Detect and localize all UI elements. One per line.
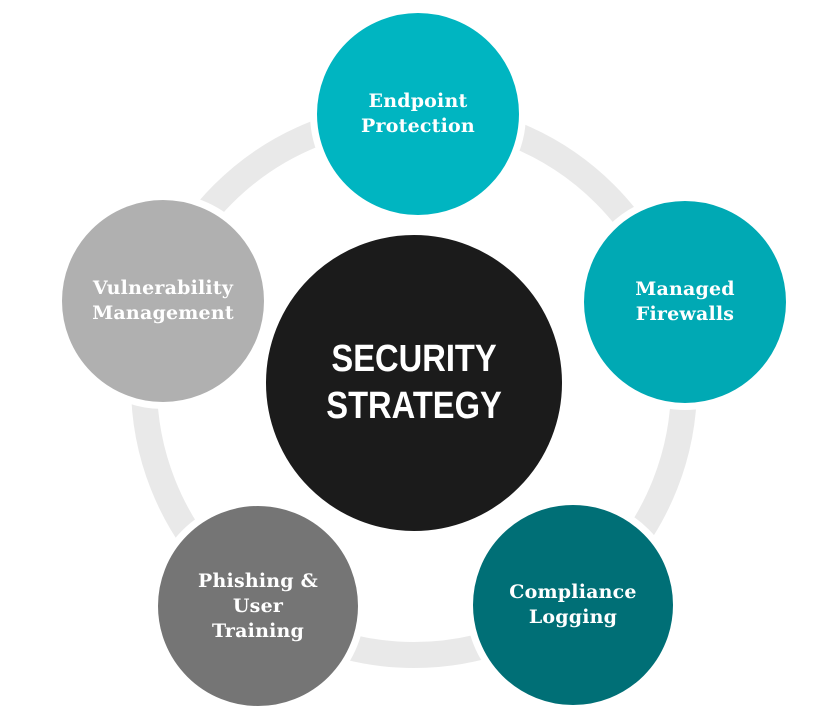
node-label-managed-firewalls: Managed Firewalls (635, 278, 735, 325)
node-label-vulnerability-management: Vulnerability Management (92, 277, 234, 324)
node-compliance-logging: Compliance Logging (466, 498, 680, 712)
node-label-compliance-logging: Compliance Logging (509, 581, 637, 628)
node-managed-firewalls: Managed Firewalls (577, 194, 793, 410)
node-phishing-user-training: Phishing & User Training (151, 499, 365, 713)
center-node-security-strategy: SECURITY STRATEGY (259, 228, 569, 538)
node-vulnerability-management: Vulnerability Management (55, 193, 271, 409)
node-label-phishing-user-training: Phishing & User Training (198, 569, 318, 642)
center-node-label: SECURITY STRATEGY (326, 338, 502, 427)
node-endpoint-protection: Endpoint Protection (310, 6, 526, 222)
node-label-endpoint-protection: Endpoint Protection (361, 90, 475, 137)
